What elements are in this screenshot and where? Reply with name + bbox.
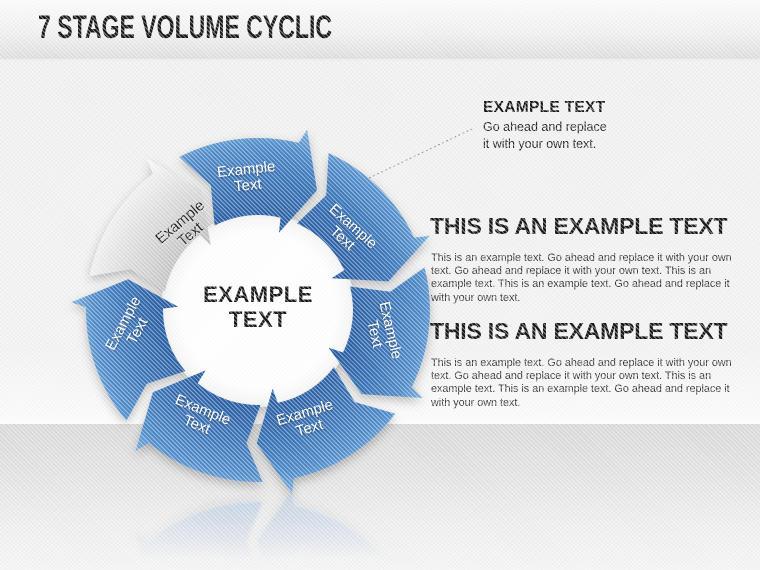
center-label: EXAMPLE TEXT [158, 282, 358, 332]
diagram-reflection [71, 490, 430, 570]
cycle-segment-4[interactable] [256, 367, 396, 494]
cycle-segment-2[interactable] [297, 153, 430, 282]
cycle-segment-5[interactable] [135, 370, 263, 482]
cycle-segment-7[interactable] [89, 159, 211, 292]
section-heading-1: THIS IS AN EXAMPLE TEXT [430, 213, 728, 239]
callout-body-line-2: it with your own text. [483, 136, 597, 151]
floor-background [0, 424, 760, 570]
cycle-segment-6[interactable] [71, 279, 186, 421]
section-body-2: This is an example text. Go ahead and re… [431, 357, 732, 409]
slide-title: 7 STAGE VOLUME CYCLIC [38, 9, 332, 45]
section-heading-2: THIS IS AN EXAMPLE TEXT [430, 318, 728, 344]
callout-connector-line [368, 127, 475, 179]
center-label-line-2: TEXT [228, 307, 288, 332]
cycle-segment-1[interactable] [179, 129, 317, 233]
segment-label-5: ExampleText [167, 391, 233, 443]
segment-label-1: ExampleText [216, 158, 277, 197]
callout: EXAMPLE TEXT Go ahead and replace it wit… [483, 99, 607, 152]
slide-header: 7 STAGE VOLUME CYCLIC [0, 0, 760, 57]
section-body-1: This is an example text. Go ahead and re… [431, 252, 732, 304]
cycle-segment-3[interactable] [328, 267, 430, 398]
center-label-line-1: EXAMPLE [203, 282, 313, 307]
callout-heading: EXAMPLE TEXT [483, 99, 606, 116]
callout-body-line-1: Go ahead and replace [483, 120, 607, 134]
